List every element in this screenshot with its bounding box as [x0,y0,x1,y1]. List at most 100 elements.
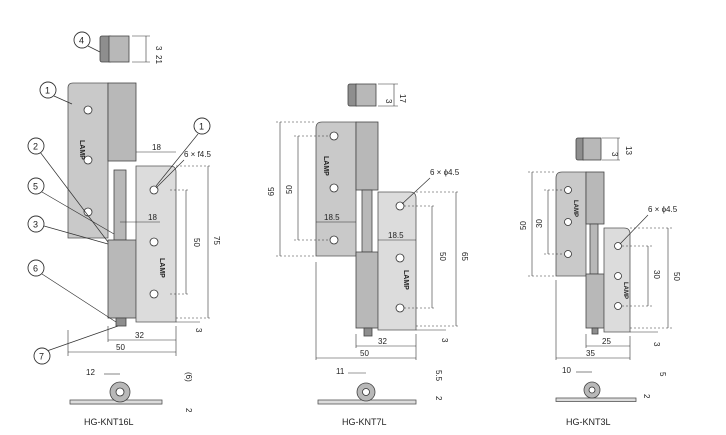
callout-bubble [73,31,91,49]
mount-hole [614,272,622,280]
cap-sleeve [355,83,377,107]
dim-label: 18.5 [324,213,340,222]
dim-label: 13 [624,146,633,155]
lower-knuckle [585,273,605,329]
mount-hole [564,218,572,226]
callout-leader [53,95,73,105]
hole-spec-label: 6 × f4.5 [184,150,211,159]
dim-label: 75 [212,236,221,245]
callout-number: 6 [33,264,38,274]
lower-knuckle [107,239,137,319]
dim-label: 2 [184,408,193,413]
figure-caption: HG-KNT7L [342,417,387,427]
dim-label: (6) [184,372,193,382]
lamp-logo: LAMP [322,156,329,176]
dim-label: 18 [148,213,157,222]
bottom-pin [591,327,599,335]
side-pin [115,387,125,397]
callout-number: 4 [79,36,84,46]
dim-label: 50 [519,221,528,230]
dim-label: 2 [642,394,651,399]
mount-hole [395,253,405,263]
dim-label: 3 [154,46,163,51]
figure-caption: HG-KNT16L [84,417,134,427]
dim-label: 3 [610,152,619,157]
hinge-shaft [589,223,599,275]
figure-hg-knt16l: LAMP LAMP 3 21 6 × f4.5 18 18 50 75 3 3 [27,31,221,427]
figure-caption: HG-KNT3L [566,417,611,427]
dim-label: 50 [285,185,294,194]
dim-label: 50 [192,238,201,247]
dim-label: 5 [658,372,667,377]
mount-hole [329,235,339,245]
dim-label: 3 [440,338,449,343]
dim-label: 30 [652,270,661,279]
lower-knuckle [355,251,379,329]
callout-number: 7 [39,352,44,362]
dim-label: 17 [398,94,407,103]
side-pin [362,388,370,396]
dim-label: 32 [135,331,144,340]
hinge-shaft [113,169,127,241]
callout-bubble [39,81,57,99]
callout-number: 1 [199,122,204,132]
mount-hole [83,155,93,165]
callout-number: 1 [45,86,50,96]
bottom-pin [115,317,127,327]
upper-knuckle [585,171,605,225]
dim-label: 3 [384,99,393,104]
dim-label: 50 [360,349,369,358]
mount-hole [329,131,339,141]
mount-hole [149,289,159,299]
dim-label: 50 [116,343,125,352]
lamp-logo: LAMP [402,270,409,290]
callout-bubble [27,215,45,233]
cap-sleeve [582,137,602,161]
dim-label: 50 [672,272,681,281]
dim-label: 3 [652,342,661,347]
callout-bubble [33,347,51,365]
dim-label: 5.5 [434,370,443,382]
dim-label: 32 [378,337,387,346]
hole-spec-leader [619,214,649,245]
mount-hole [614,302,622,310]
side-pin [588,386,596,394]
mount-hole [149,237,159,247]
dim-label: 30 [535,219,544,228]
lamp-logo: LAMP [572,200,578,217]
callout-bubble [27,259,45,277]
hole-spec-leader [401,177,431,205]
hole-spec-label: 6 × ϕ4.5 [430,168,460,177]
callout-leader [155,133,199,187]
callout-number: 3 [33,220,38,230]
upper-knuckle [355,121,379,191]
cap-sleeve [108,35,130,63]
dim-label: 35 [586,349,595,358]
upper-knuckle [107,82,137,162]
dim-label: 18.5 [388,231,404,240]
figure-hg-knt7l: LAMP LAMP 3 17 65 50 18.5 18.5 6 × ϕ4.5 … [267,83,469,427]
mount-hole [395,303,405,313]
mount-hole [564,186,572,194]
dim-label: 50 [438,252,447,261]
callout-number: 5 [33,182,38,192]
dim-label: 3 [194,328,203,333]
dim-label: 11 [336,367,345,376]
hinge-shaft [361,189,373,253]
callout-leader [43,325,119,353]
mount-hole [83,105,93,115]
side-leaf [555,397,637,402]
lamp-logo: LAMP [158,258,165,278]
dim-label: 2 [434,396,443,401]
dim-label: 25 [602,337,611,346]
dim-label: 12 [86,368,95,377]
lamp-logo: LAMP [622,282,628,299]
dim-label: 65 [460,252,469,261]
callout-bubble [27,137,45,155]
callout-leader [41,191,115,235]
hole-spec-label: 6 × ϕ4.5 [648,205,678,214]
callout-bubble [27,177,45,195]
bottom-pin [363,327,373,337]
lamp-logo: LAMP [78,140,85,160]
